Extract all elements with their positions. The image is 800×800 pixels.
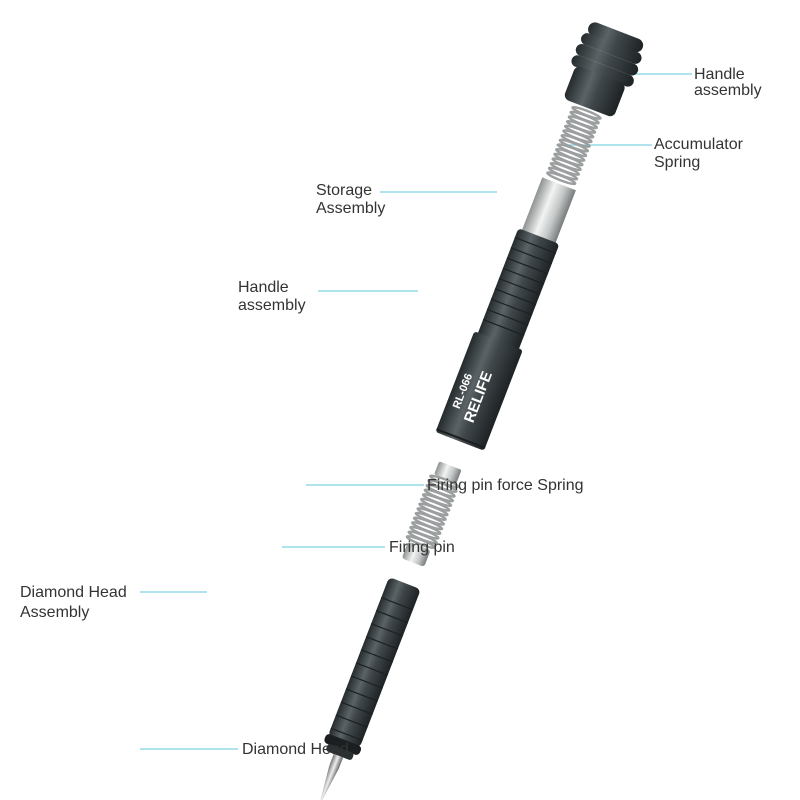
body-ring [360,649,393,663]
label-storage-assembly-1: Storage [316,182,372,199]
label-handle-mid-2: assembly [238,297,306,314]
body-ring [350,675,383,689]
body-ring [510,247,553,265]
body-ring [330,727,363,741]
label-accumulator-spring-1: Accumulator [654,136,744,153]
body-ring [345,688,378,702]
body-ring [335,714,368,728]
firing-pin [402,542,430,567]
body-ring [498,277,541,295]
spring-coil [405,535,437,550]
label-firing-pin: Firing pin [389,539,455,556]
tool-assembly: RELIFE RL-066 [318,22,644,800]
body-ring [502,267,545,285]
body-ring [355,662,388,676]
body-ring [482,319,525,336]
label-firing-pin-force-spring: Firing pin force Spring [427,477,584,494]
label-diamond-head-assembly-2: Assembly [20,604,89,621]
body-ring [340,701,373,715]
label-accumulator-spring-2: Spring [654,154,700,171]
accumulator-spring [546,105,602,186]
label-diamond-head-assembly-1: Diamond Head [20,584,127,601]
firing-pin-force-spring [405,461,461,550]
body-ring [365,636,399,650]
label-diamond-head: Diamond Head [242,741,349,758]
labels: Handle assembly Accumulator Spring Stora… [20,66,762,758]
body-ring [486,308,529,326]
handle-knob-top [564,22,644,117]
label-handle-top-2: assembly [694,82,762,99]
body-ring [494,288,537,306]
body-ring [506,257,549,275]
leader-lines [140,73,692,750]
body-ring [375,610,409,624]
spring-coil [546,171,577,186]
body-ring [370,623,404,637]
body-ring [514,236,557,254]
label-storage-assembly-2: Assembly [316,200,385,217]
label-handle-mid-1: Handle [238,279,289,296]
diamond-head-assembly [324,578,420,760]
handle-body: RELIFE RL-066 [436,177,576,450]
diamond-head [318,753,344,800]
body-ring [490,298,533,316]
label-handle-top-1: Handle [694,66,745,83]
body-ring [381,596,414,611]
